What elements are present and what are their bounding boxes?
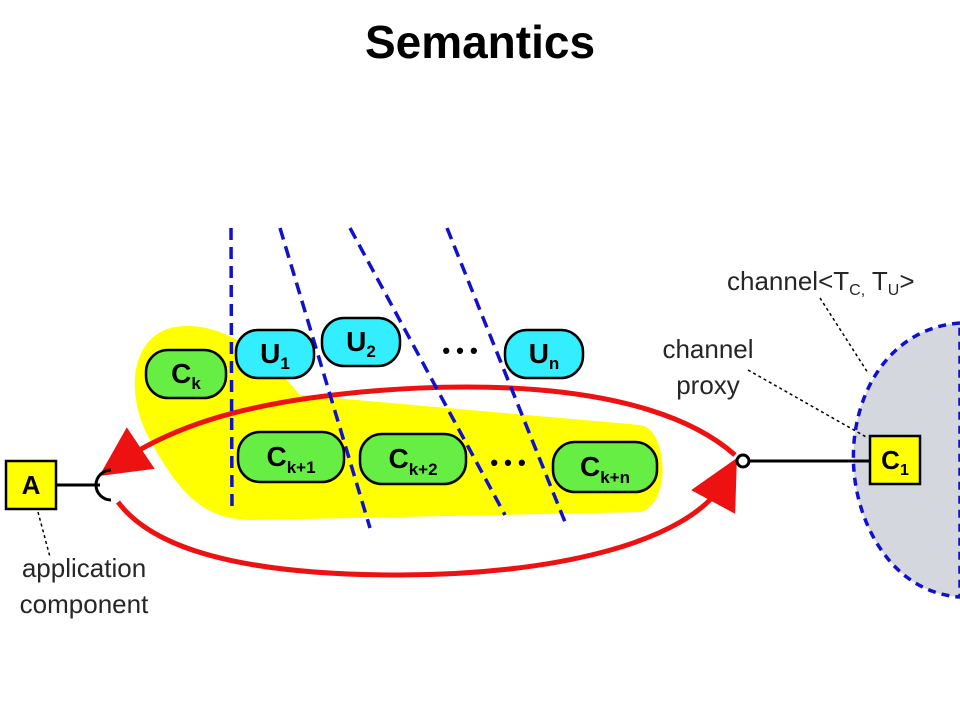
component-c1-box [868,434,922,486]
proxy-label-line2: proxy [676,370,740,400]
node-ck [144,348,228,400]
node-u1 [234,328,316,380]
node-u2-label: U2 [346,326,376,361]
node-u2 [320,316,402,368]
dashed-line-4 [445,227,567,523]
upper-arc-arrow [99,384,737,476]
node-ckn-label: Ck+n [580,451,630,487]
channel-type-label: channel<TC, TU> [727,266,915,299]
lower-arc-arrow [115,458,737,578]
node-ck1-label: Ck+1 [266,441,315,477]
node-ck-label: Ck [171,358,201,393]
node-un [503,328,585,380]
page-title: Semantics [365,16,595,68]
application-leader [37,511,51,558]
node-ck2 [358,432,468,486]
proxy-leader [747,369,869,439]
channel-leader [819,297,869,374]
component-a-label: A [22,470,41,500]
dashed-line-3 [348,227,507,516]
proxy-label-line1: channel [662,334,753,364]
application-label-line1: application [22,553,146,583]
node-un-label: Un [529,338,560,373]
ellipsis-bottom: • • • [490,450,525,475]
node-u1-label: U1 [260,338,290,373]
component-c1-label: C1 [881,445,909,479]
dashed-line-2 [278,227,372,529]
node-ckn [551,440,659,494]
component-a-box [4,459,58,511]
ellipsis-top: • • • [442,338,477,363]
receptacle-icon [94,468,112,502]
dashed-line-1 [229,227,234,513]
node-ck1 [236,430,346,484]
node-ck2-label: Ck+2 [388,443,437,479]
application-label-line2: component [20,589,149,619]
proxy-port-icon [735,453,751,469]
